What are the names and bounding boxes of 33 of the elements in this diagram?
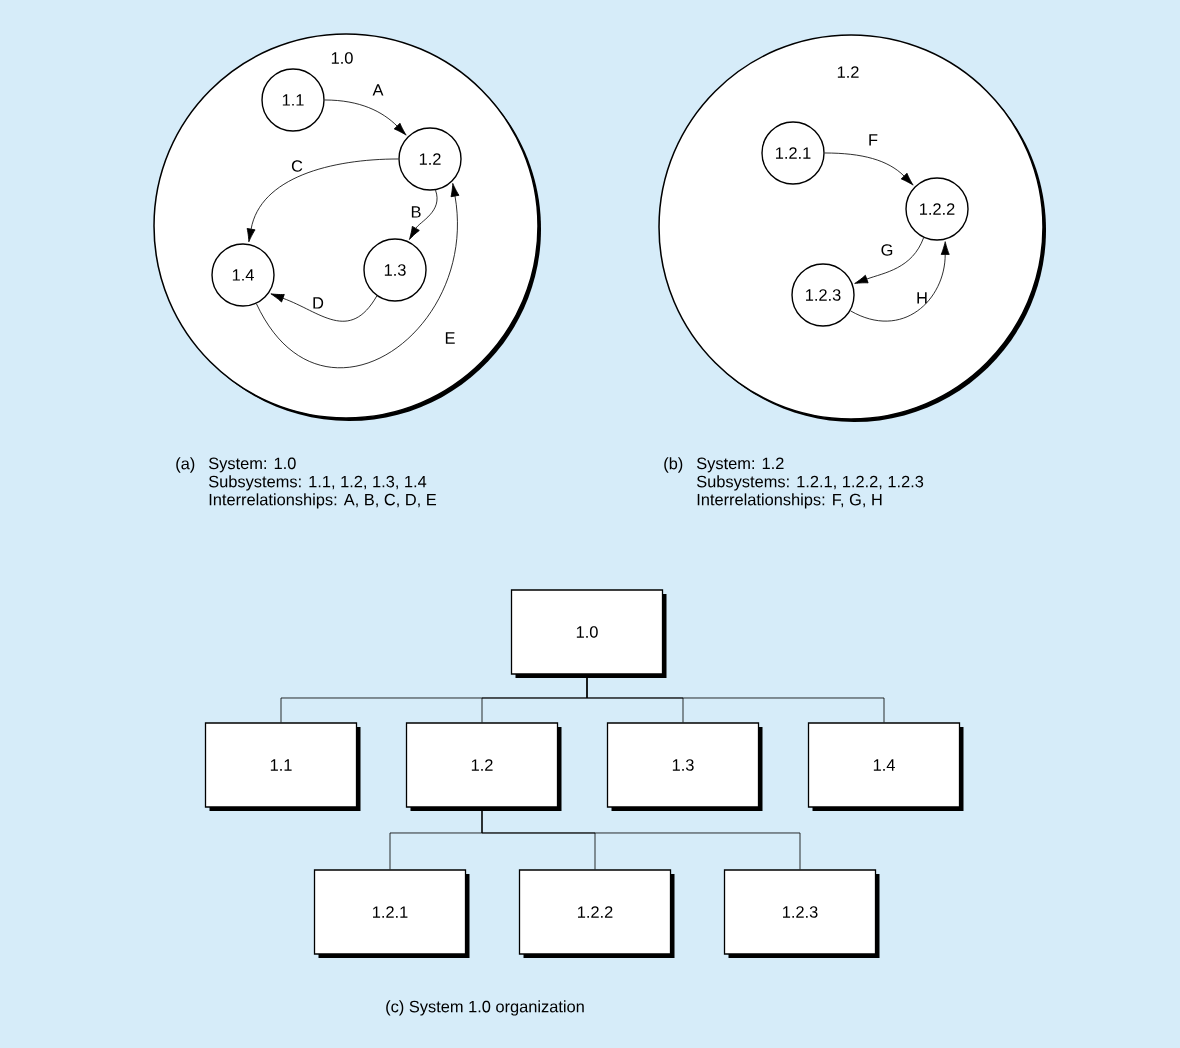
arrow (270, 293, 378, 322)
system-box: 1.0 (510, 589, 667, 678)
arrow (409, 189, 438, 240)
system-box: 1.1 (204, 722, 361, 811)
caption: (c) System 1.0 organization (386, 1000, 584, 1016)
edge-label: C (291, 160, 303, 172)
edge-label: D (313, 297, 324, 309)
system-box: 1.2.3 (723, 869, 880, 958)
caption-line: Subsystems: 1.2.1, 1.2.2, 1.2.3 (697, 475, 924, 491)
edge-label: G (881, 244, 893, 256)
system-box: 1.2 (405, 722, 562, 811)
edge-label: A (372, 84, 384, 96)
arrow (850, 241, 950, 322)
system-box: 1.2.2 (518, 869, 675, 958)
system-box: 1.4 (807, 722, 964, 811)
caption-line: System: 1.2 (697, 457, 784, 473)
arrow (256, 183, 460, 369)
panel-letter: (a) (176, 457, 195, 473)
edge-label: B (411, 206, 421, 218)
system-box: 1.2.1 (313, 869, 470, 958)
arrow (824, 152, 914, 186)
caption-line: System: 1.0 (209, 457, 296, 473)
panel-letter: (b) (664, 457, 683, 473)
edge-label: F (869, 134, 878, 146)
system-box: 1.3 (606, 722, 763, 811)
caption-line: Subsystems: 1.1, 1.2, 1.3, 1.4 (209, 475, 427, 491)
caption-line: Interrelationships: F, G, H (697, 493, 882, 509)
edge-label: E (445, 332, 455, 344)
caption-line: Interrelationships: A, B, C, D, E (209, 493, 436, 509)
arrow (324, 99, 407, 136)
arrow (246, 158, 399, 243)
arrow (854, 237, 924, 284)
edge-label: H (917, 292, 927, 304)
